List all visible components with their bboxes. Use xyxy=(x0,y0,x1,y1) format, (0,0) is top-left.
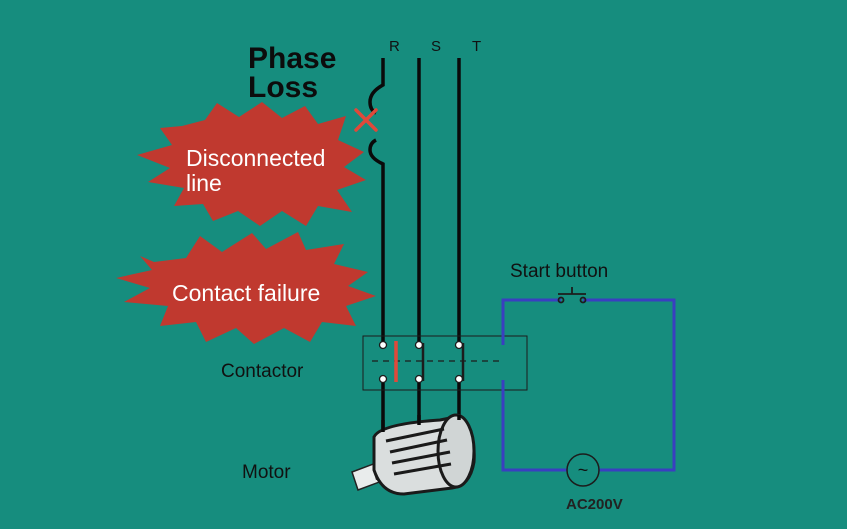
ac-supply-label: AC200V xyxy=(566,496,623,513)
ac-source-symbol: ~ xyxy=(578,460,589,480)
start-button-label: Start button xyxy=(510,261,609,282)
contactor-blades xyxy=(421,343,465,381)
phase-label-t: T xyxy=(472,38,482,55)
burst-disconnected-line xyxy=(137,102,366,226)
start-button xyxy=(557,287,587,304)
ac-source-circle xyxy=(566,453,600,487)
phase-label-r: R xyxy=(389,38,400,55)
contactor-box xyxy=(362,335,528,391)
burst-disconnected-line-label: Disconnected line xyxy=(186,145,326,196)
motor xyxy=(351,413,476,496)
burst-contact-failure xyxy=(116,232,376,344)
contactor-label: Contactor xyxy=(221,361,304,382)
contactor-terminals xyxy=(378,340,464,384)
motor-label: Motor xyxy=(242,462,291,483)
phase-label-s: S xyxy=(431,38,442,55)
burst-contact-failure-label: Contact failure xyxy=(172,280,321,306)
diagram-title: Phase Loss xyxy=(248,42,337,104)
fault-x-mark xyxy=(354,108,378,132)
control-wire xyxy=(501,298,676,472)
